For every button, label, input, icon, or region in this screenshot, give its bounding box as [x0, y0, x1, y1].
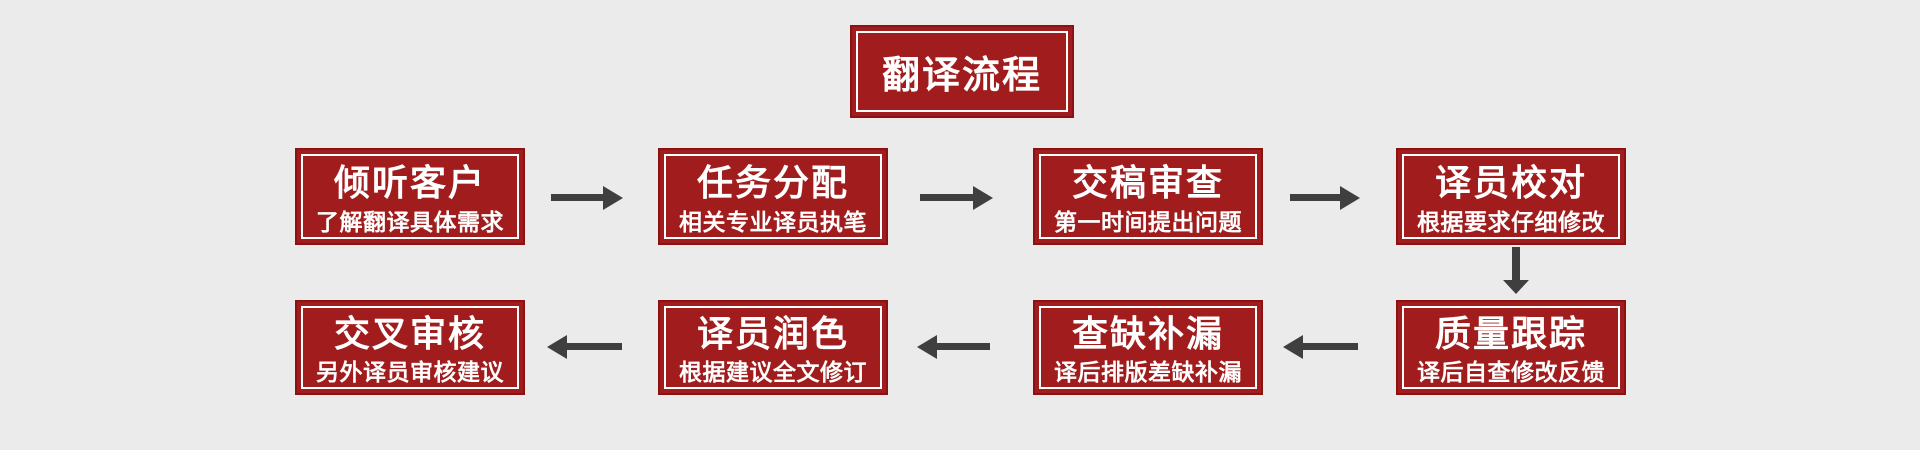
arrow-shaft — [1300, 343, 1358, 350]
arrow-head — [547, 335, 567, 359]
flowchart-title-label: 翻译流程 — [881, 55, 1042, 97]
arrow-right-icon — [1290, 186, 1360, 210]
step-subtitle: 根据要求仔细修改 — [1417, 209, 1605, 235]
step-subtitle: 了解翻译具体需求 — [316, 209, 504, 235]
step-title: 查缺补漏 — [1071, 312, 1224, 354]
step-subtitle: 根据建议全文修订 — [679, 359, 867, 385]
step-subtitle: 另外译员审核建议 — [316, 359, 504, 385]
step-subtitle: 第一时间提出问题 — [1054, 209, 1242, 235]
step-listen-client-box: 倾听客户 了解翻译具体需求 — [295, 148, 525, 245]
arrow-shaft — [1512, 247, 1520, 281]
arrow-shaft — [934, 343, 990, 350]
step-submission-review-box: 交稿审查 第一时间提出问题 — [1033, 148, 1263, 245]
arrow-shaft — [1290, 194, 1343, 201]
arrow-head — [1503, 280, 1529, 294]
step-cross-review-box: 交叉审核 另外译员审核建议 — [295, 300, 525, 395]
arrow-right-icon — [920, 186, 993, 210]
arrow-left-icon — [547, 335, 622, 359]
arrow-shaft — [920, 194, 976, 201]
arrow-head — [1283, 335, 1303, 359]
arrow-shaft — [551, 194, 606, 201]
arrow-right-icon — [551, 186, 623, 210]
arrow-down-icon — [1503, 247, 1529, 294]
step-title: 质量跟踪 — [1434, 312, 1587, 354]
arrow-head — [917, 335, 937, 359]
arrow-head — [1340, 186, 1360, 210]
arrow-shaft — [564, 343, 622, 350]
flowchart-title-box: 翻译流程 — [850, 25, 1074, 118]
step-translator-proofreading-box: 译员校对 根据要求仔细修改 — [1396, 148, 1626, 245]
arrow-head — [603, 186, 623, 210]
arrow-head — [973, 186, 993, 210]
step-title: 任务分配 — [696, 161, 849, 203]
step-gap-check-box: 查缺补漏 译后排版差缺补漏 — [1033, 300, 1263, 395]
arrow-left-icon — [1283, 335, 1358, 359]
step-title: 交稿审查 — [1071, 161, 1224, 203]
step-title: 交叉审核 — [333, 312, 486, 354]
step-subtitle: 译后排版差缺补漏 — [1054, 359, 1242, 385]
arrow-left-icon — [917, 335, 990, 359]
step-subtitle: 相关专业译员执笔 — [679, 209, 867, 235]
step-quality-tracking-box: 质量跟踪 译后自查修改反馈 — [1396, 300, 1626, 395]
step-title: 译员校对 — [1434, 161, 1587, 203]
step-task-assignment-box: 任务分配 相关专业译员执笔 — [658, 148, 888, 245]
step-title: 倾听客户 — [333, 161, 486, 203]
step-translator-polish-box: 译员润色 根据建议全文修订 — [658, 300, 888, 395]
step-title: 译员润色 — [696, 312, 849, 354]
step-subtitle: 译后自查修改反馈 — [1417, 359, 1605, 385]
